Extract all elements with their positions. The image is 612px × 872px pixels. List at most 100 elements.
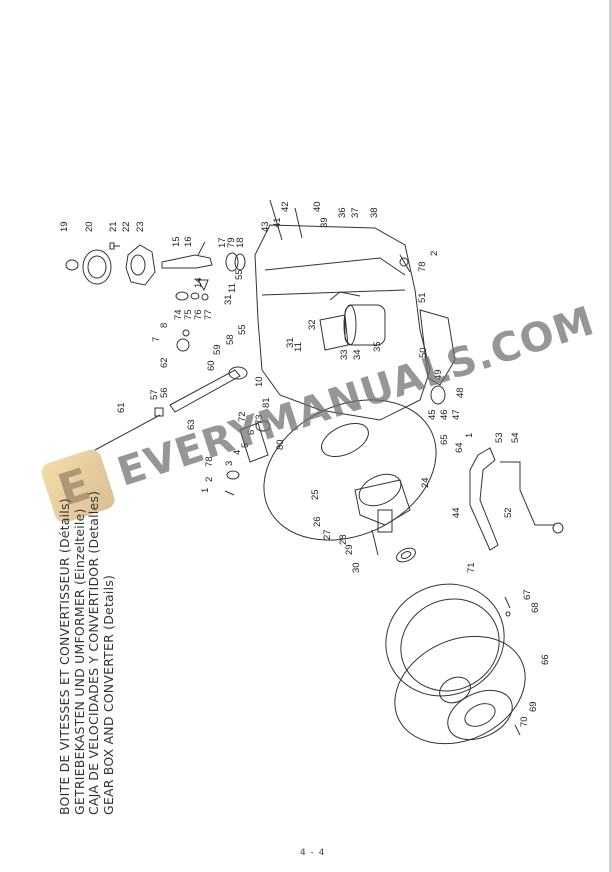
part-label: 80 <box>275 439 286 450</box>
part-label: 2 <box>429 251 440 256</box>
seal-17-18-icon <box>225 252 246 272</box>
part-label: 40 <box>312 201 323 212</box>
part-label: 17 <box>217 237 228 248</box>
cap-7-8-icon <box>176 329 190 352</box>
part-label: 14 <box>193 277 204 288</box>
part-label: 25 <box>310 489 321 500</box>
breather-74-77-icon <box>175 291 209 301</box>
part-label: 75 <box>183 309 194 320</box>
part-label: 1 <box>200 488 211 493</box>
part-label: 70 <box>519 716 530 727</box>
part-label: 27 <box>322 529 333 540</box>
dipstick-tube-icon <box>169 366 248 413</box>
part-label: 39 <box>319 217 330 228</box>
part-label: 30 <box>351 562 362 573</box>
bolt-28-29-icon <box>371 529 379 556</box>
part-label: 76 <box>193 309 204 320</box>
part-label: 72 <box>237 411 248 422</box>
part-label: 16 <box>183 236 194 247</box>
part-label: 20 <box>84 221 95 232</box>
part-label: 41 <box>272 217 283 228</box>
filter-assembly-icon <box>224 420 271 496</box>
part-label: 1 <box>464 433 475 438</box>
part-label: 45 <box>427 409 438 420</box>
part-label: 58 <box>225 334 236 345</box>
pipe-44-icon <box>469 447 499 551</box>
part-label: 38 <box>369 207 380 218</box>
part-label: 32 <box>307 319 318 330</box>
part-label: 52 <box>503 507 514 518</box>
part-label: 65 <box>439 434 450 445</box>
ring-19-icon <box>65 259 79 271</box>
part-label: 3 <box>224 461 235 466</box>
part-label: 15 <box>171 236 182 247</box>
part-label: 2 <box>204 477 215 482</box>
flange-26-27-icon <box>354 479 411 533</box>
part-label: 5 <box>240 443 251 448</box>
part-label: 26 <box>312 516 323 527</box>
part-label: 23 <box>135 221 146 232</box>
title-french: BOITE DE VITESSES ET CONVERTISSEUR (Déta… <box>57 498 72 815</box>
part-label: 22 <box>121 221 132 232</box>
part-label: 50 <box>418 347 429 358</box>
part-label: 74 <box>173 309 184 320</box>
part-label: 59 <box>212 344 223 355</box>
pipe-52-icon <box>500 461 564 534</box>
part-label: 36 <box>337 207 348 218</box>
part-label: 64 <box>454 442 465 453</box>
part-label: 18 <box>235 237 246 248</box>
part-label: 24 <box>420 477 431 488</box>
cover-20-icon <box>82 249 112 285</box>
part-label: 68 <box>530 602 541 613</box>
part-label: 60 <box>206 360 217 371</box>
part-label: 10 <box>254 376 265 387</box>
part-label: 79 <box>226 237 237 248</box>
cable-61-icon <box>94 407 164 451</box>
part-label: 51 <box>417 292 428 303</box>
part-label: 49 <box>433 369 444 380</box>
part-label: 33 <box>339 349 350 360</box>
part-label: 57 <box>149 389 160 400</box>
ring-plate-69-icon <box>447 689 513 741</box>
part-label: 47 <box>451 409 462 420</box>
part-label: 29 <box>344 544 355 555</box>
part-label: 31 <box>223 294 234 305</box>
part-label: 19 <box>59 221 70 232</box>
part-label: 8 <box>159 323 170 328</box>
part-label: 21 <box>108 221 119 232</box>
part-label: 6 <box>246 430 257 435</box>
part-label: 63 <box>186 419 197 430</box>
title-english: GEAR BOX AND CONVERTER (Details) <box>100 574 116 815</box>
part-label: 42 <box>280 201 291 212</box>
part-label: 34 <box>352 349 363 360</box>
title-spanish: CAJA DE VELOCIDADES Y CONVERTIDOR (Detal… <box>86 490 101 815</box>
flex-plate-66-icon <box>394 635 526 745</box>
page-number: 4 - 4 <box>300 848 326 858</box>
part-label: 66 <box>540 654 551 665</box>
part-label: 73 <box>254 414 265 425</box>
part-label: 62 <box>159 357 170 368</box>
part-label: 78 <box>417 261 428 272</box>
part-label: 69 <box>528 701 539 712</box>
part-label: 67 <box>522 589 533 600</box>
part-label: 43 <box>260 221 271 232</box>
seal-30-icon <box>396 547 416 563</box>
lever-15-icon <box>161 241 213 269</box>
part-label: 7 <box>151 337 162 342</box>
title-german: GETRIEBEKASTEN UND UMFORMER (Einzelteile… <box>71 508 87 815</box>
page-edge <box>609 0 612 872</box>
part-label: 61 <box>116 402 127 413</box>
part-label: 48 <box>455 387 466 398</box>
part-label: 53 <box>494 432 505 443</box>
part-label: 11 <box>227 283 238 293</box>
part-label: 31 <box>285 337 296 348</box>
part-label: 11 <box>293 342 304 352</box>
part-label: 28 <box>338 534 349 545</box>
bolts-40-42-icon <box>269 199 303 241</box>
part-label: 4 <box>232 450 243 455</box>
part-label: 37 <box>350 207 361 218</box>
part-label: 78 <box>204 456 215 467</box>
